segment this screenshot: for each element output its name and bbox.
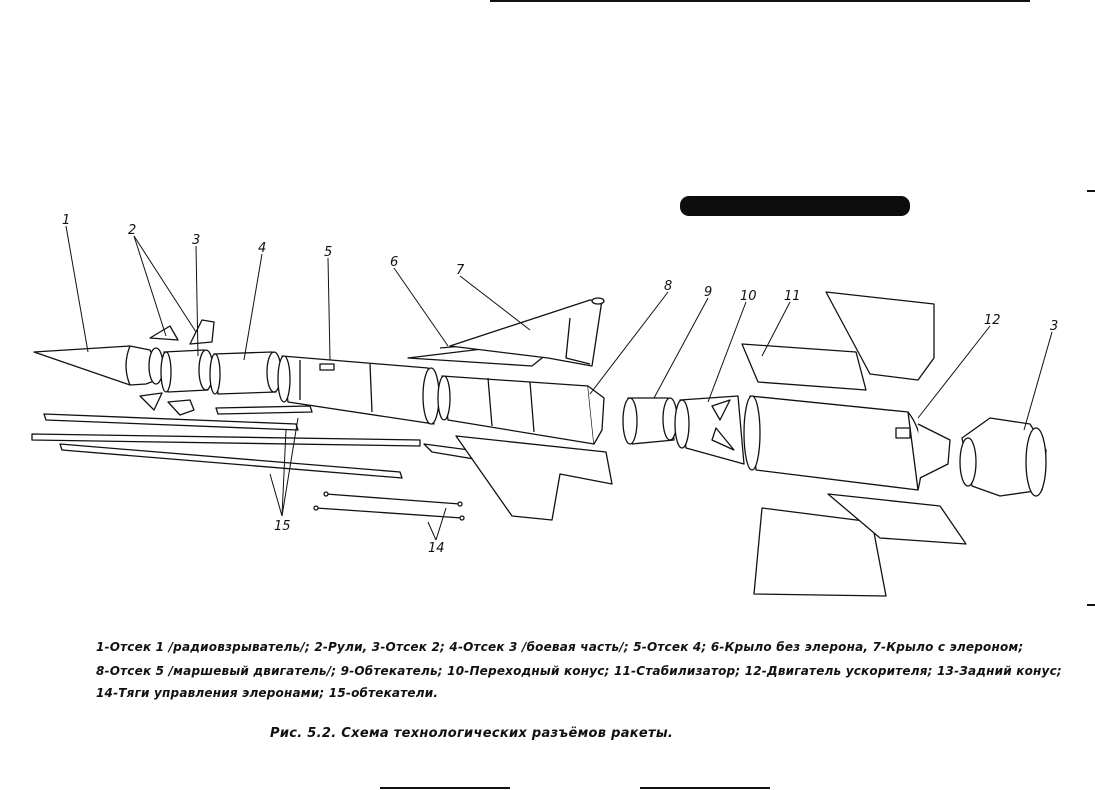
compartment-5-sustainer-engine: [437, 375, 605, 445]
callout-8: 8: [664, 279, 672, 294]
wing-with-aileron: [449, 297, 605, 367]
bottom-scan-edge-left: [380, 787, 510, 789]
callout-1: 1: [62, 213, 70, 228]
callout-13-rear-cone: 3: [1050, 319, 1058, 334]
stabilizers: [741, 291, 967, 597]
callout-labels: 1 2 3 4 5 6 7 8 9 10 11 12 3 14 15: [62, 213, 1058, 556]
fairing: [622, 397, 678, 445]
legend-line-2: 8-Отсек 5 /маршевый двигатель/; 9-Обтека…: [96, 664, 1062, 678]
callout-9: 9: [704, 285, 712, 300]
compartment-4: [277, 355, 440, 425]
callout-14: 14: [428, 541, 445, 556]
redaction-mark: [680, 196, 910, 216]
leader-lines: [65, 225, 1053, 541]
callout-3: 3: [192, 233, 200, 248]
callout-2: 2: [128, 223, 136, 238]
callout-10: 10: [740, 289, 757, 304]
callout-5: 5: [324, 245, 332, 260]
transition-cone: [674, 395, 745, 465]
top-scan-edge: [490, 0, 1030, 2]
callout-11: 11: [784, 289, 801, 304]
right-edge-tick: [1087, 604, 1095, 606]
compartment-1-nose-cone: [33, 345, 164, 386]
control-fins: [139, 319, 215, 416]
booster-engine: [743, 395, 951, 491]
legend-line-1: 1-Отсек 1 /радиовзрыватель/; 2-Рули, 3-О…: [96, 640, 1024, 654]
rear-cone: [959, 417, 1047, 497]
callout-12: 12: [984, 313, 1001, 328]
lower-wings: [423, 435, 613, 521]
callout-6: 6: [390, 255, 398, 270]
right-edge-tick: [1087, 190, 1095, 192]
callout-4: 4: [258, 241, 266, 256]
compartment-3-warhead: [209, 351, 282, 395]
callout-15: 15: [274, 519, 291, 534]
compartment-2: [160, 349, 214, 393]
legend-line-3: 14-Тяги управления элеронами; 15-обтекат…: [96, 686, 439, 700]
callout-7: 7: [456, 263, 465, 278]
figure-caption: Рис. 5.2. Схема технологических разъёмов…: [270, 726, 674, 741]
bottom-scan-edge-right: [640, 787, 770, 789]
long-fairings: [31, 405, 421, 479]
aileron-control-rods: [313, 491, 465, 521]
